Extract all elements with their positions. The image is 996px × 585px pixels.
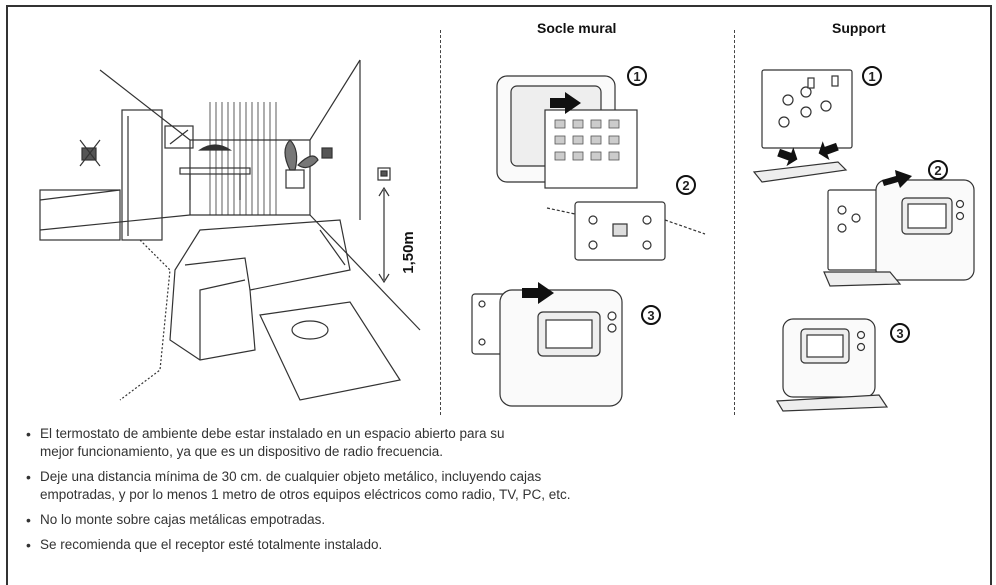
column-divider-2 xyxy=(734,30,735,415)
bullet-1-line1: El termostato de ambiente debe estar ins… xyxy=(40,426,505,441)
support-step-3: 3 xyxy=(890,323,910,343)
list-item: Se recomienda que el receptor esté total… xyxy=(22,536,922,554)
support-step-1: 1 xyxy=(862,66,882,86)
instructions-list: El termostato de ambiente debe estar ins… xyxy=(22,425,922,561)
socle-step3-illustration xyxy=(471,282,623,407)
bullet-2-line1: Deje una distancia mínima de 30 cm. de c… xyxy=(40,469,542,484)
room-illustration xyxy=(39,59,421,401)
support-step3-illustration xyxy=(775,318,889,412)
support-title: Support xyxy=(832,20,886,36)
column-divider-1 xyxy=(440,30,441,415)
bullet-3-line1: No lo monte sobre cajas metálicas empotr… xyxy=(40,512,326,527)
bullet-2-line2: empotradas, y por lo menos 1 metro de ot… xyxy=(40,487,571,502)
bullet-4-line1: Se recomienda que el receptor esté total… xyxy=(40,537,383,552)
document-frame xyxy=(6,5,992,585)
support-step-2: 2 xyxy=(928,160,948,180)
list-item: Deje una distancia mínima de 30 cm. de c… xyxy=(22,468,922,504)
bullet-1-line2: mejor funcionamiento, ya que es un dispo… xyxy=(40,444,443,459)
socle-step-1: 1 xyxy=(627,66,647,86)
list-item: No lo monte sobre cajas metálicas empotr… xyxy=(22,511,922,529)
socle-step-2: 2 xyxy=(676,175,696,195)
socle-step-3: 3 xyxy=(641,305,661,325)
socle-step2-illustration xyxy=(546,201,706,261)
socle-mural-title: Socle mural xyxy=(537,20,617,36)
height-label: 1,50m xyxy=(399,231,417,274)
list-item: El termostato de ambiente debe estar ins… xyxy=(22,425,922,461)
support-step1-illustration xyxy=(752,69,853,183)
socle-step1-illustration xyxy=(496,75,638,189)
support-step2-illustration xyxy=(823,170,975,287)
